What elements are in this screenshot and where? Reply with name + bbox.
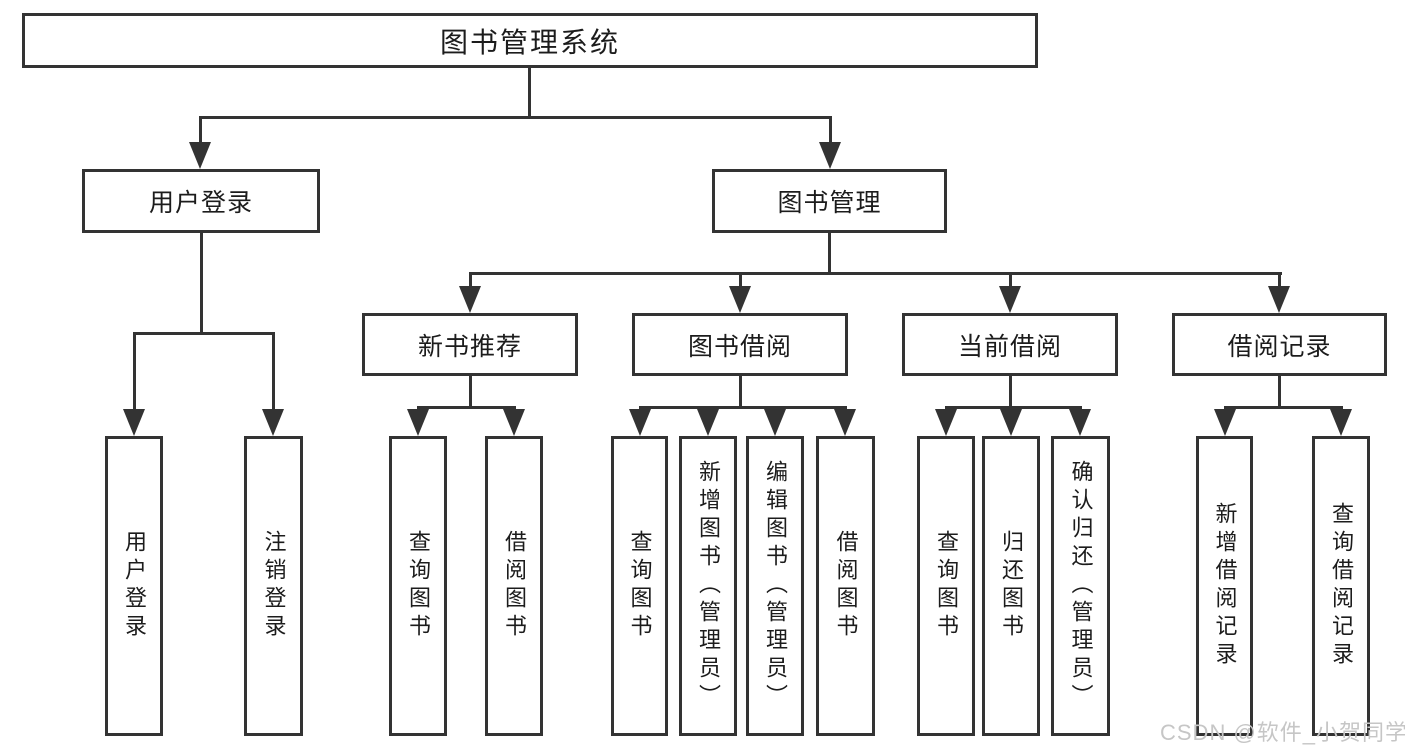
arrowhead-to-leaf-borrow-book-recommend [503,409,525,436]
arrowhead-to-leaf-logout [262,409,284,436]
connector-line-to-borrowing-records [1278,272,1281,287]
leaf-return-book-label: 归还图书 [999,530,1024,642]
leaf-query-book-recommend-label: 查询图书 [406,530,431,642]
leaf-edit-book-admin-label: 编辑图书（管理员） [763,460,788,712]
leaf-query-book-current-label: 查询图书 [934,530,959,642]
node-root-library-management-system: 图书管理系统 [22,13,1038,68]
arrowhead-to-leaf-return-book [1000,409,1022,436]
connector-borrowing-records-bar [1224,406,1343,409]
node-new-book-recommend-label: 新书推荐 [417,332,522,361]
arrowhead-to-leaf-confirm-return [1069,409,1091,436]
connector-new-book-recommend-bar [417,406,516,409]
leaf-query-borrow-record: 查询借阅记录 [1312,436,1370,736]
connector-book-management-stem [828,233,831,274]
leaf-query-book-borrowing: 查询图书 [611,436,668,736]
node-root-label: 图书管理系统 [439,26,620,58]
leaf-borrow-book-borrowing: 借阅图书 [816,436,875,736]
connector-line-to-leaf-logout [272,332,275,411]
leaf-add-borrow-record-label: 新增借阅记录 [1212,502,1238,670]
node-book-management: 图书管理 [712,169,947,233]
node-new-book-recommend: 新书推荐 [362,313,578,376]
leaf-user-login-label: 用户登录 [122,530,147,642]
leaf-query-borrow-record-label: 查询借阅记录 [1329,502,1354,670]
node-book-management-label: 图书管理 [777,189,882,217]
arrowhead-to-current-borrowing [999,286,1021,313]
arrowhead-to-user-login [189,142,211,169]
arrowhead-to-leaf-borrow-book [834,409,856,436]
arrowhead-to-leaf-query-book-borrowing [629,409,651,436]
connector-line-to-book-borrowing [739,272,742,287]
leaf-user-login: 用户登录 [105,436,163,736]
connector-line-to-user-login [199,116,202,144]
connector-line-to-book-management [829,116,832,144]
arrowhead-to-new-book-recommend [459,286,481,313]
node-user-login: 用户登录 [82,169,320,233]
leaf-borrow-book-borrowing-label: 借阅图书 [833,530,859,642]
csdn-watermark: CSDN @软件_小贺同学 [1160,720,1405,745]
arrowhead-to-book-management [819,142,841,169]
node-book-borrowing-label: 图书借阅 [687,332,792,361]
leaf-return-book: 归还图书 [982,436,1040,736]
node-current-borrowing: 当前借阅 [902,313,1118,376]
leaf-logout: 注销登录 [244,436,303,736]
leaf-query-book-current: 查询图书 [917,436,975,736]
leaf-confirm-return-admin-label: 确认归还（管理员） [1068,460,1094,712]
connector-root-stem [528,68,531,118]
arrowhead-to-borrowing-records [1268,286,1290,313]
arrowhead-to-leaf-query-borrow-record [1330,409,1352,436]
arrowhead-to-leaf-user-login [123,409,145,436]
leaf-edit-book-admin: 编辑图书（管理员） [746,436,804,736]
connector-book-borrowing-stem [739,376,742,409]
leaf-borrow-book-recommend-label: 借阅图书 [502,530,527,642]
connector-current-borrowing-stem [1009,376,1012,409]
arrowhead-to-book-borrowing [729,286,751,313]
leaf-add-book-admin-label: 新增图书（管理员） [696,460,721,712]
arrowhead-to-leaf-add-borrow-record [1214,409,1236,436]
arrowhead-to-leaf-query-book-recommend [407,409,429,436]
node-user-login-label: 用户登录 [148,189,253,217]
connector-user-login-bar [133,332,275,335]
connector-book-borrowing-bar [639,406,847,409]
leaf-borrow-book-recommend: 借阅图书 [485,436,543,736]
leaf-query-book-recommend: 查询图书 [389,436,447,736]
node-borrowing-records-label: 借阅记录 [1227,332,1332,361]
leaf-confirm-return-admin: 确认归还（管理员） [1051,436,1110,736]
node-book-borrowing: 图书借阅 [632,313,848,376]
connector-line-to-current-borrowing [1009,272,1012,287]
leaf-add-book-admin: 新增图书（管理员） [679,436,737,736]
connector-root-bar [199,116,832,119]
connector-book-management-bar [469,272,1282,275]
connector-line-to-leaf-user-login [133,332,136,411]
arrowhead-to-leaf-query-book-current [935,409,957,436]
connector-borrowing-records-stem [1278,376,1281,409]
arrowhead-to-leaf-edit-book [764,409,786,436]
leaf-add-borrow-record: 新增借阅记录 [1196,436,1253,736]
connector-current-borrowing-bar [945,406,1082,409]
connector-line-to-new-book-recommend [469,272,472,287]
leaf-logout-label: 注销登录 [261,530,287,642]
arrowhead-to-leaf-add-book [697,409,719,436]
leaf-query-book-borrowing-label: 查询图书 [627,530,653,642]
node-current-borrowing-label: 当前借阅 [957,332,1062,361]
connector-user-login-stem [200,233,203,335]
connector-new-book-recommend-stem [469,376,472,409]
node-borrowing-records: 借阅记录 [1172,313,1387,376]
